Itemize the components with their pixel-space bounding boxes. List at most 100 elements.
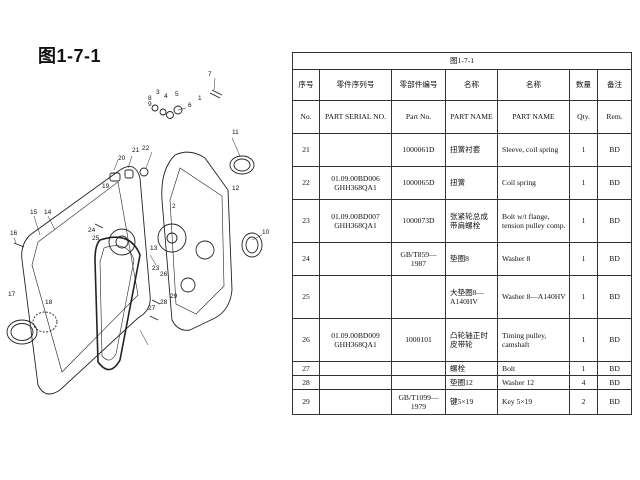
cell-rem: BD [596, 133, 633, 167]
cell-rem: BD [596, 275, 633, 319]
table-row: 25 大垫圈8—A140HV Washer 8—A140HV 1 BD [292, 275, 633, 319]
table-row: 21 1000061D 扭簧衬套 Sleeve, coil spring 1 B… [292, 133, 633, 167]
header-name-cn: 名称 [445, 69, 498, 101]
cell-name-en: Timing pulley, camshaft [497, 318, 570, 362]
cell-serial: 01.09.00BD006 GHH368QA1 [319, 166, 392, 200]
table-row: 28 垫圈12 Washer 12 4 BD [292, 375, 633, 390]
callout-4: 4 [164, 93, 168, 100]
cell-qty: 1 [569, 166, 598, 200]
callout-5: 5 [175, 91, 179, 98]
header-remark-cn: 备注 [596, 69, 633, 101]
header-name-en: PART NAME [445, 100, 498, 134]
cell-no: 26 [292, 318, 320, 362]
callout-21: 21 [132, 147, 140, 154]
cell-rem: BD [596, 242, 633, 276]
header-remark-en: Rem. [596, 100, 633, 134]
cell-no: 22 [292, 166, 320, 200]
callout-14: 14 [44, 209, 52, 216]
callout-labels: 7 6 9 8 5 1 3 4 11 12 10 2 15 14 16 17 1… [8, 71, 270, 312]
cell-no: 23 [292, 199, 320, 243]
table-row: 27 螺栓 Bolt 1 BD [292, 361, 633, 376]
header-partno-cn: 零部件编号 [391, 69, 446, 101]
callout-12: 12 [232, 185, 240, 192]
callout-15: 15 [30, 209, 38, 216]
cell-no: 25 [292, 275, 320, 319]
callout-18: 18 [45, 299, 53, 306]
figure-title: 图1-7-1 [38, 46, 102, 66]
callout-7: 7 [208, 71, 212, 78]
cell-serial: 01.09.00BD009 GHH368QA1 [319, 318, 392, 362]
cell-part-no: 1000065D [391, 166, 446, 200]
cell-name-cn: 大垫圈8—A140HV [445, 275, 498, 319]
header-no-en: No. [292, 100, 320, 134]
table-row: 22 01.09.00BD006 GHH368QA1 1000065D 扭簧 C… [292, 166, 633, 200]
table-row: 29 GB/T1099—1979 键5×19 Key 5×19 2 BD [292, 389, 633, 415]
cell-qty: 1 [569, 361, 598, 376]
cell-qty: 4 [569, 375, 598, 390]
callout-6: 6 [188, 102, 192, 109]
callout-29: 29 [170, 293, 178, 300]
cell-name-cn: 键5×19 [445, 389, 498, 415]
callout-10: 10 [262, 229, 270, 236]
cell-name-en: Key 5×19 [497, 389, 570, 415]
callout-13: 13 [150, 245, 158, 252]
callout-8: 8 [148, 95, 152, 102]
callout-23: 23 [152, 265, 160, 272]
cell-name-cn: 张紧轮总成带肩螺栓 [445, 199, 498, 243]
cell-rem: BD [596, 375, 633, 390]
cell-no: 24 [292, 242, 320, 276]
cell-rem: BD [596, 318, 633, 362]
cell-serial [319, 133, 392, 167]
cell-qty: 1 [569, 318, 598, 362]
callout-2: 2 [172, 203, 176, 210]
cell-part-no: 1000061D [391, 133, 446, 167]
cell-no: 29 [292, 389, 320, 415]
table-row: 26 01.09.00BD009 GHH368QA1 1000101 凸轮轴正时… [292, 318, 633, 362]
cell-part-no: 1000073D [391, 199, 446, 243]
cell-part-no [391, 361, 446, 376]
header-row-en: No. PART SERIAL NO. Part No. PART NAME P… [292, 100, 633, 134]
header-serial-cn: 零件序列号 [319, 69, 392, 101]
cell-name-cn: 垫圈8 [445, 242, 498, 276]
cell-serial [319, 275, 392, 319]
header-partno-en: Part No. [391, 100, 446, 134]
cell-part-no: 1000101 [391, 318, 446, 362]
callout-27: 27 [148, 305, 156, 312]
cell-qty: 1 [569, 242, 598, 276]
callout-1: 1 [198, 95, 202, 102]
cell-no: 21 [292, 133, 320, 167]
exploded-parts-diagram: 7 6 9 8 5 1 3 4 11 12 10 2 15 14 16 17 1… [6, 71, 270, 395]
cell-part-no [391, 375, 446, 390]
cell-serial [319, 361, 392, 376]
cell-name-cn: 扭簧 [445, 166, 498, 200]
cell-name-cn: 凸轮轴正时皮带轮 [445, 318, 498, 362]
cell-part-no: GB/T1099—1979 [391, 389, 446, 415]
callout-26: 26 [160, 271, 168, 278]
cell-qty: 2 [569, 389, 598, 415]
cell-name-en: Washer 8—A140HV [497, 275, 570, 319]
cell-name-en: Washer 12 [497, 375, 570, 390]
callout-22: 22 [142, 145, 150, 152]
callout-3: 3 [156, 89, 160, 96]
callout-24: 24 [88, 227, 96, 234]
cell-name-en: Bolt w/t flange, tension pulley comp. [497, 199, 570, 243]
cell-rem: BD [596, 199, 633, 243]
cell-name-cn: 扭簧衬套 [445, 133, 498, 167]
cell-part-no: GB/T859—1987 [391, 242, 446, 276]
callout-11: 11 [232, 129, 239, 136]
cell-qty: 1 [569, 133, 598, 167]
table-row: 23 01.09.00BD007 GHH368QA1 1000073D 张紧轮总… [292, 199, 633, 243]
header-serial-en: PART SERIAL NO. [319, 100, 392, 134]
cell-name-en: Bolt [497, 361, 570, 376]
header-name-en-cn: 名称 [497, 69, 570, 101]
cell-part-no [391, 275, 446, 319]
callout-25: 25 [92, 235, 100, 242]
header-no-cn: 序号 [292, 69, 320, 101]
callout-9: 9 [148, 101, 152, 108]
cell-serial [319, 242, 392, 276]
callout-20: 20 [118, 155, 126, 162]
cell-no: 27 [292, 361, 320, 376]
header-qty-cn: 数量 [569, 69, 598, 101]
cell-serial [319, 389, 392, 415]
callout-16: 16 [10, 230, 18, 237]
